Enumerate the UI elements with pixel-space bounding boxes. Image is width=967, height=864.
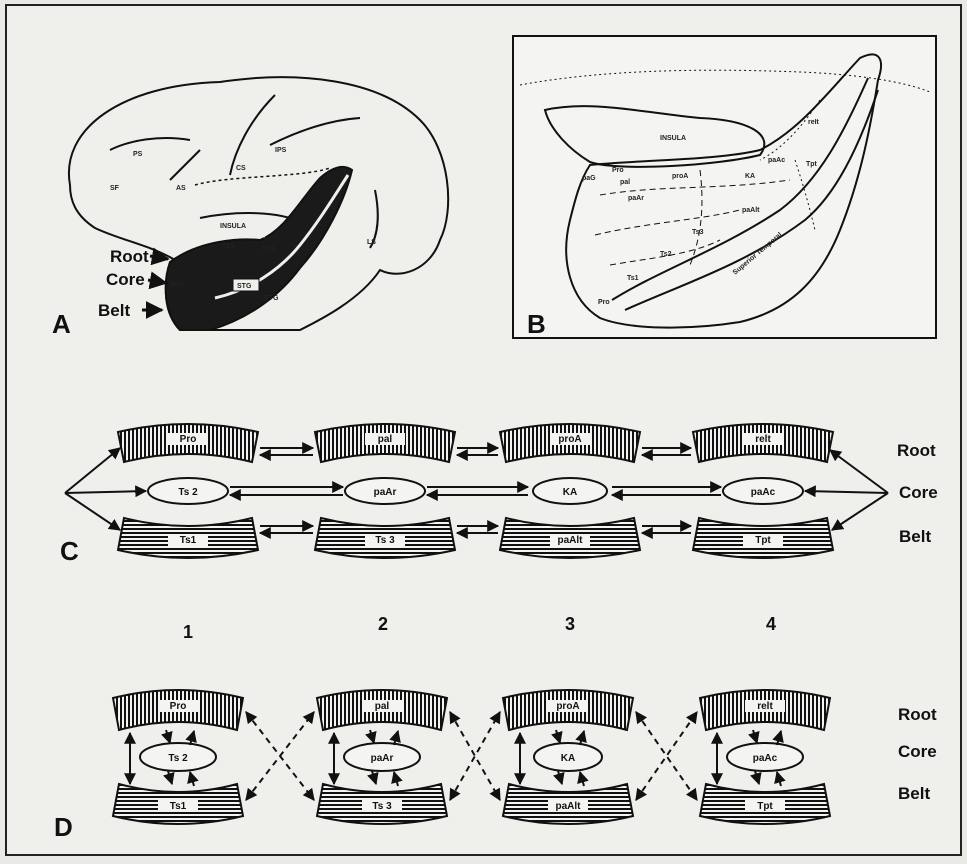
panel-b: INSULA paG Pro pal proA KA reIt Tpt paAr… <box>513 36 936 339</box>
label-ts2-b: Ts2 <box>660 251 672 258</box>
label-pag: paG <box>582 175 596 182</box>
label-core-d: Core <box>898 742 937 761</box>
label-belt-a: Belt <box>98 301 130 320</box>
label-sts-a: STS <box>262 246 276 253</box>
d-root-2-label: proA <box>556 701 579 712</box>
column-number-4: 4 <box>766 614 776 634</box>
d-core-3-label: paAc <box>753 753 778 764</box>
label-relt-b: reIt <box>808 119 820 126</box>
label-ps: PS <box>133 151 143 158</box>
label-core-c: Core <box>899 483 938 502</box>
label-belt-d: Belt <box>898 784 930 803</box>
d-belt-0-label: Ts1 <box>170 801 187 812</box>
panel-letter-b: B <box>527 309 546 339</box>
label-ts1-b: Ts1 <box>627 275 639 282</box>
label-root-c: Root <box>897 441 936 460</box>
d-belt-2-label: paAlt <box>556 801 582 812</box>
label-proa-b: proA <box>672 173 688 180</box>
label-insula-a: INSULA <box>220 223 246 230</box>
c-core-0-label: Ts 2 <box>178 487 198 498</box>
c-belt-0-label: Ts1 <box>180 535 197 546</box>
c-core-1-label: paAr <box>374 487 397 498</box>
column-number-1: 1 <box>183 622 193 642</box>
label-stg-box: STG <box>237 283 252 290</box>
label-core-a: Core <box>106 270 145 289</box>
label-as: AS <box>176 185 186 192</box>
label-sps: SPS <box>170 282 184 289</box>
c-belt-1-label: Ts 3 <box>375 535 395 546</box>
label-belt-c: Belt <box>899 527 931 546</box>
label-pro-b2: Pro <box>598 299 610 306</box>
label-pal-b: pal <box>620 179 630 186</box>
d-core-2-label: KA <box>561 753 575 764</box>
c-root-3-label: relt <box>755 434 771 445</box>
d-belt-3-label: Tpt <box>757 801 773 812</box>
label-ls: LS <box>367 239 376 246</box>
c-root-1-label: pal <box>378 434 393 445</box>
column-number-2: 2 <box>378 614 388 634</box>
panel-letter-d: D <box>54 812 73 842</box>
c-core-2-label: KA <box>563 487 577 498</box>
c-root-2-label: proA <box>558 434 581 445</box>
column-number-3: 3 <box>565 614 575 634</box>
label-sf: SF <box>110 185 120 192</box>
label-insula-b: INSULA <box>660 135 686 142</box>
d-belt-1-label: Ts 3 <box>372 801 392 812</box>
d-core-1-label: paAr <box>371 753 394 764</box>
label-ips: IPS <box>275 147 287 154</box>
c-core-3-label: paAc <box>751 487 776 498</box>
label-root-d: Root <box>898 705 937 724</box>
label-cs: CS <box>236 165 246 172</box>
panel-letter-a: A <box>52 309 71 339</box>
panel-letter-c: C <box>60 536 79 566</box>
d-root-1-label: pal <box>375 701 390 712</box>
label-paac-b: paAc <box>768 157 785 164</box>
d-root-0-label: Pro <box>170 701 187 712</box>
c-root-0-label: Pro <box>180 434 197 445</box>
c-belt-3-label: Tpt <box>755 535 771 546</box>
label-ts3-b: Ts3 <box>692 229 704 236</box>
label-ka-b: KA <box>745 173 755 180</box>
label-paar-b: paAr <box>628 195 644 202</box>
d-core-0-label: Ts 2 <box>168 753 188 764</box>
label-paalt-b: paAlt <box>742 207 760 214</box>
label-tls: TLS <box>222 243 236 250</box>
label-stg-lower: STG <box>264 295 279 302</box>
d-root-3-label: relt <box>757 701 773 712</box>
c-belt-2-label: paAlt <box>558 535 584 546</box>
label-root-a: Root <box>110 247 149 266</box>
label-tpt-b: Tpt <box>806 161 818 168</box>
label-pro-b1: Pro <box>612 167 624 174</box>
